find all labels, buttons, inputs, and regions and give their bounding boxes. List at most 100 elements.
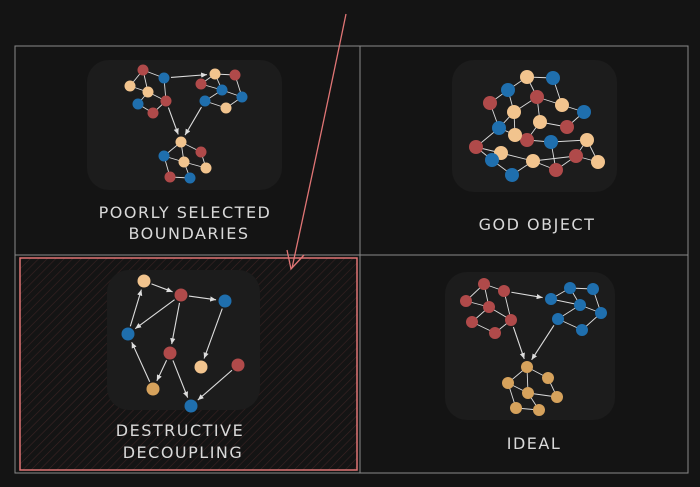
poor-node [175,136,187,148]
ideal-dependency-arrow [511,291,543,300]
god-node [577,105,591,119]
poor-node [137,64,149,76]
poor-node [195,78,207,90]
ideal-node [564,282,576,294]
destructive-dependency-arrow [197,369,233,401]
poor-node [147,107,159,119]
destructive-node [218,294,232,308]
destructive-dependency-arrow [172,360,189,398]
destructive-node [194,360,208,374]
poor-node [184,172,196,184]
god-node [492,121,506,135]
poor-node [195,146,207,158]
poor-node [142,86,154,98]
label-ideal: IDEAL [507,434,562,453]
god-node [530,90,544,104]
poor-node [209,68,221,80]
god-node [569,149,583,163]
ideal-node [522,387,534,399]
god-node [555,98,569,112]
destructive-dependency-arrow [156,359,168,382]
god-edge [532,155,577,162]
label-destructive-line2: DECOUPLING [123,443,244,462]
god-node [507,105,521,119]
god-node [549,163,563,177]
ideal-node [533,404,545,416]
poor-dependency-arrow [184,106,202,136]
ideal-node [542,372,554,384]
destructive-node [174,288,188,302]
god-node [485,153,499,167]
poor-node [199,95,211,107]
poor-dependency-arrow [170,72,208,79]
god-node [501,83,515,97]
god-node [526,154,540,168]
destructive-dependency-arrow [131,341,151,382]
ideal-node [576,324,588,336]
poor-node [216,84,228,96]
god-node [546,71,560,85]
ideal-node [510,402,522,414]
ideal-node [466,316,478,328]
destructive-node [231,358,245,372]
god-node [580,133,594,147]
destructive-node [163,346,177,360]
poor-node [164,171,176,183]
poor-node [236,91,248,103]
poor-node [158,150,170,162]
ideal-node [587,283,599,295]
destructive-dependency-arrow [188,295,217,302]
ideal-node [545,293,557,305]
destructive-node [146,382,160,396]
ideal-node [502,377,514,389]
god-node [469,140,483,154]
grid-border [14,45,689,474]
ideal-node [505,314,517,326]
poor-dependency-arrow [167,107,179,135]
poor-node [158,72,170,84]
destructive-node [184,399,198,413]
god-node [560,120,574,134]
ideal-node [489,327,501,339]
ideal-node [574,299,586,311]
pointer-arrow [286,13,347,271]
poor-node [200,162,212,174]
destructive-dependency-arrow [151,283,173,293]
god-node [544,135,558,149]
god-node [508,128,522,142]
destructive-dependency-arrow [170,302,181,345]
god-node [505,168,519,182]
ideal-node [552,313,564,325]
god-node [591,155,605,169]
ideal-node [478,278,490,290]
label-poor-line1: POORLY SELECTED [99,203,272,222]
quadrant-grid [14,45,689,474]
poor-node [132,98,144,110]
ideal-dependency-arrow [531,325,555,361]
ideal-node [460,295,472,307]
god-node [533,115,547,129]
destructive-node [137,274,151,288]
poor-node [229,69,241,81]
ideal-node [483,301,495,313]
destructive-dependency-arrow [134,299,175,330]
label-poor-line2: BOUNDARIES [128,224,249,243]
label-god: GOD OBJECT [479,215,596,234]
destructive-dependency-arrow [129,289,143,327]
nodes-layer [121,64,607,416]
ideal-dependency-arrow [512,326,525,360]
poor-panel [87,60,282,190]
destructive-dependency-arrow [203,308,223,359]
ideal-node [595,307,607,319]
ideal-node [521,361,533,373]
poor-node [160,95,172,107]
poor-node [220,102,232,114]
god-node [483,96,497,110]
poor-node [178,156,190,168]
ideal-node [498,285,510,297]
ideal-node [551,391,563,403]
god-node [520,133,534,147]
poor-node [124,80,136,92]
